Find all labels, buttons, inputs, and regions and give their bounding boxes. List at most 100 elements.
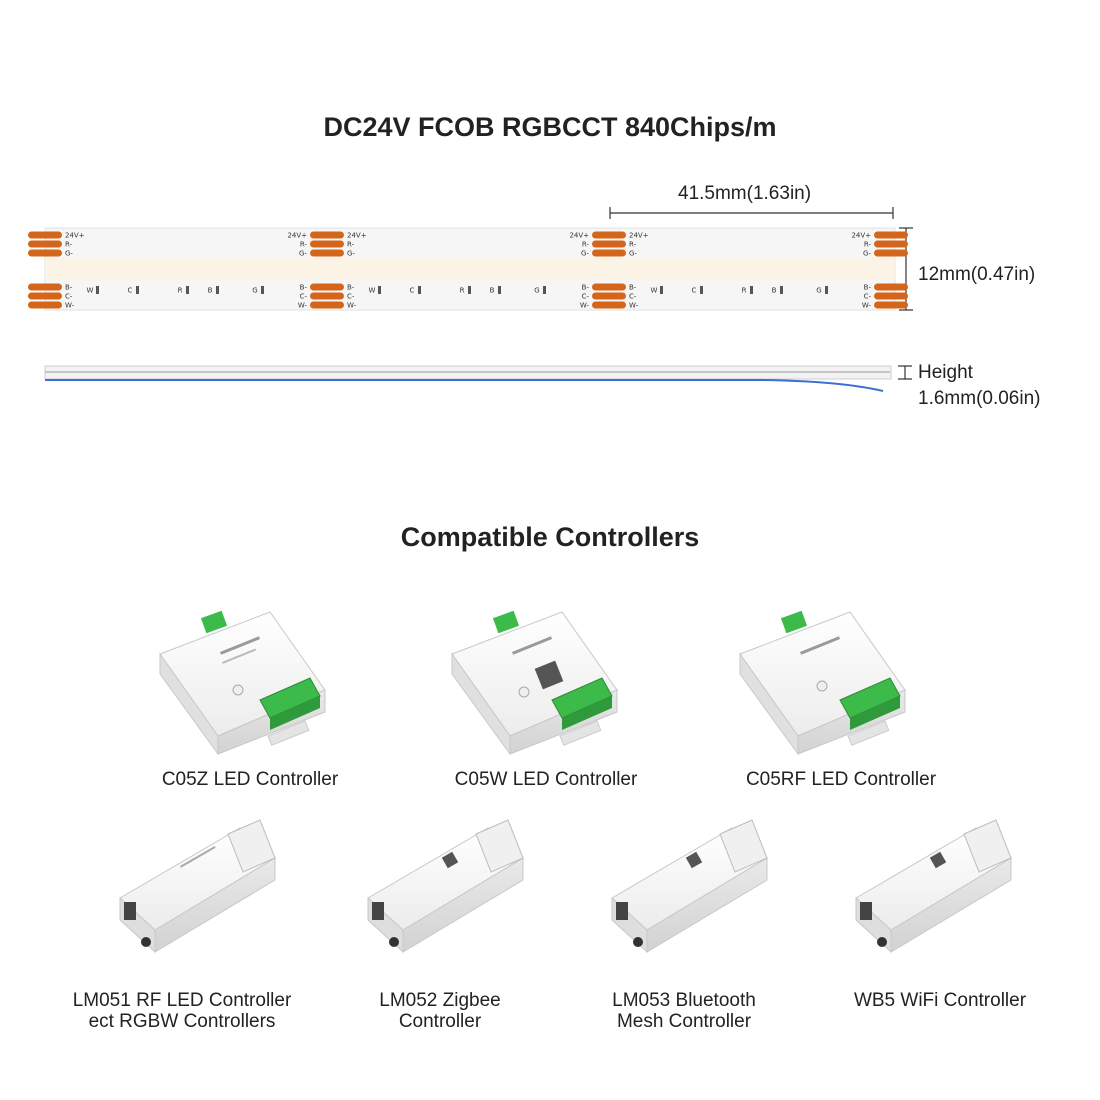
- pad-label: 24V+: [851, 232, 871, 240]
- pad-label: W: [651, 287, 658, 295]
- pad-label: R-: [629, 241, 637, 249]
- component-marker: [543, 286, 546, 294]
- pad-label: G-: [299, 250, 307, 258]
- pad-label: C-: [347, 293, 355, 301]
- c05rf-label: C05RF LED Controller: [745, 769, 937, 790]
- solder-pad: [310, 301, 344, 309]
- solder-pad: [592, 240, 626, 248]
- pad-label: B-: [347, 284, 355, 292]
- solder-pad: [592, 249, 626, 257]
- segment-length-dimension: [609, 207, 894, 219]
- lm053-controller-image: [611, 819, 768, 954]
- pad-label: C-: [582, 293, 590, 301]
- pad-label: W: [369, 287, 376, 295]
- solder-pad: [310, 283, 344, 291]
- lm053-label-line1: LM053 Bluetooth: [612, 990, 756, 1011]
- solder-pad: [310, 240, 344, 248]
- pad-label: W-: [629, 302, 639, 310]
- pad-labels: 24V+R-G-B-C-W-24V+R-G-B-C-W-24V+R-G-B-C-…: [65, 232, 871, 310]
- solder-pad: [28, 249, 62, 257]
- solder-pad: [874, 283, 908, 291]
- c05rf-controller-image: [739, 610, 906, 756]
- component-marker: [825, 286, 828, 294]
- solder-pad: [310, 231, 344, 239]
- controllers-title: Compatible Controllers: [400, 522, 700, 552]
- strip-side-view: [44, 365, 912, 392]
- pad-label: C-: [300, 293, 308, 301]
- lm051-controller-image: [119, 819, 276, 954]
- solder-pad: [310, 292, 344, 300]
- pad-label: R: [178, 287, 183, 295]
- solder-pad: [28, 301, 62, 309]
- pad-label: C: [128, 287, 133, 295]
- height-value-label: 1.6mm(0.06in): [918, 388, 1041, 409]
- pad-label: R-: [65, 241, 73, 249]
- solder-pad: [592, 301, 626, 309]
- component-marker: [216, 286, 219, 294]
- c05w-label: C05W LED Controller: [454, 769, 638, 790]
- c05w-controller-image: [451, 610, 618, 756]
- wb5-controller-image: [855, 819, 1012, 954]
- pad-label: W-: [347, 302, 357, 310]
- width-label: 12mm(0.47in): [918, 264, 1036, 285]
- lm052-label: LM052 Zigbee Controller: [330, 990, 550, 1032]
- lm052-label-line1: LM052 Zigbee: [379, 990, 501, 1011]
- pad-label: G: [534, 287, 539, 295]
- component-marker: [261, 286, 264, 294]
- pad-label: G-: [581, 250, 589, 258]
- pad-label: B: [208, 287, 213, 295]
- component-marker: [186, 286, 189, 294]
- solder-pad: [28, 231, 62, 239]
- component-marker: [378, 286, 381, 294]
- pad-label: C-: [864, 293, 872, 301]
- solder-pad: [874, 240, 908, 248]
- pad-label: W: [87, 287, 94, 295]
- c05z-label: C05Z LED Controller: [161, 769, 339, 790]
- segment-length-label: 41.5mm(1.63in): [678, 183, 812, 204]
- pad-label: 24V+: [65, 232, 85, 240]
- pad-label: 24V+: [569, 232, 589, 240]
- lm053-label-line2: Mesh Controller: [616, 1011, 752, 1032]
- height-label: Height: [918, 362, 973, 383]
- pad-label: R: [742, 287, 747, 295]
- solder-pad: [874, 301, 908, 309]
- pad-label: C: [692, 287, 697, 295]
- solder-pad: [310, 249, 344, 257]
- pad-label: R-: [582, 241, 590, 249]
- solder-pad: [28, 240, 62, 248]
- pad-label: 24V+: [287, 232, 307, 240]
- pad-label: W-: [580, 302, 590, 310]
- component-marker: [468, 286, 471, 294]
- pad-label: B-: [582, 284, 590, 292]
- lm051-label-line2: ect RGBW Controllers: [88, 1011, 276, 1032]
- wb5-label-line1: WB5 WiFi Controller: [853, 990, 1027, 1011]
- pad-label: G-: [65, 250, 73, 258]
- lm052-controller-image: [367, 819, 524, 954]
- component-marker: [750, 286, 753, 294]
- lm052-label-line2: Controller: [398, 1011, 482, 1032]
- pad-label: C-: [629, 293, 637, 301]
- pad-label: G-: [347, 250, 355, 258]
- pad-label: B-: [629, 284, 637, 292]
- lm053-label: LM053 Bluetooth Mesh Controller: [574, 990, 794, 1032]
- wb5-label: WB5 WiFi Controller: [820, 990, 1060, 1011]
- pad-label: R-: [300, 241, 308, 249]
- lm051-label: LM051 RF LED Controller ect RGBW Control…: [42, 990, 322, 1032]
- pad-label: B: [772, 287, 777, 295]
- component-marker: [498, 286, 501, 294]
- solder-pad: [28, 292, 62, 300]
- component-marker: [660, 286, 663, 294]
- pad-label: W-: [298, 302, 308, 310]
- led-band: [45, 258, 895, 280]
- led-strip-illustration: 24V+R-G-B-C-W-24V+R-G-B-C-W-24V+R-G-B-C-…: [28, 207, 913, 392]
- solder-pad: [874, 249, 908, 257]
- pad-label: B: [490, 287, 495, 295]
- pad-label: G: [816, 287, 821, 295]
- pad-label: R-: [347, 241, 355, 249]
- lm051-label-line1: LM051 RF LED Controller: [72, 990, 292, 1011]
- component-marker: [418, 286, 421, 294]
- solder-pad: [592, 292, 626, 300]
- solder-pad: [592, 231, 626, 239]
- pad-label: R-: [864, 241, 872, 249]
- c05z-controller-image: [159, 610, 326, 756]
